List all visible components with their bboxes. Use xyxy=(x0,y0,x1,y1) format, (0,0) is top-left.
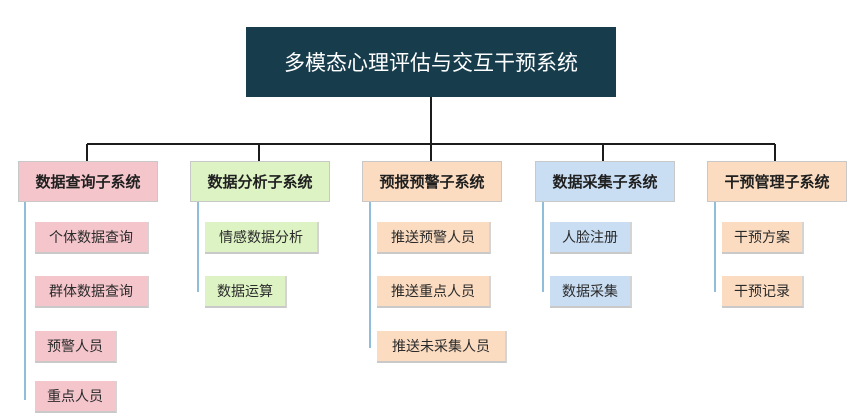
leaf-node: 推送未采集人员 xyxy=(377,331,507,363)
leaf-node: 预警人员 xyxy=(35,331,117,363)
root-node: 多模态心理评估与交互干预系统 xyxy=(246,27,616,97)
leaf-node: 干预方案 xyxy=(722,222,804,254)
leaf-node: 数据运算 xyxy=(205,276,287,308)
leaf-node: 人脸注册 xyxy=(550,222,632,254)
leaf-node: 推送预警人员 xyxy=(377,222,491,254)
leaf-node: 数据采集 xyxy=(550,276,632,308)
subsystem-node-1: 数据查询子系统 xyxy=(18,161,158,202)
leaf-node: 推送重点人员 xyxy=(377,276,491,308)
leaf-node: 情感数据分析 xyxy=(205,222,319,254)
leaf-node: 干预记录 xyxy=(722,276,804,308)
leaf-node: 群体数据查询 xyxy=(35,276,149,308)
subsystem-node-2: 数据分析子系统 xyxy=(190,161,330,202)
subsystem-node-5: 干预管理子系统 xyxy=(707,161,847,202)
subsystem-node-4: 数据采集子系统 xyxy=(535,161,675,202)
leaf-node: 个体数据查询 xyxy=(35,222,149,254)
subsystem-node-3: 预报预警子系统 xyxy=(362,161,502,202)
leaf-node: 重点人员 xyxy=(35,381,117,413)
